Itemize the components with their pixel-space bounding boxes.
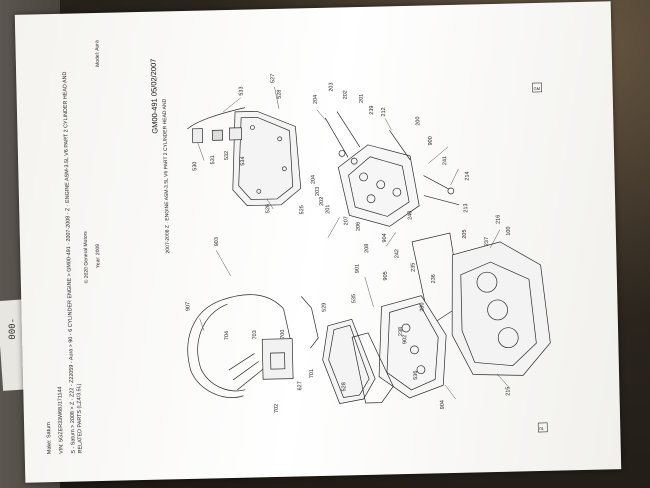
callout-902: 902: [402, 335, 408, 344]
callout-529: 529: [321, 303, 327, 312]
callout-531: 531: [210, 155, 216, 164]
callout-200: 200: [419, 302, 425, 311]
valve-cover-upper: [232, 110, 302, 206]
callout-702: 702: [274, 404, 280, 413]
callout-238: 238: [398, 327, 404, 336]
callout-208: 208: [364, 244, 370, 253]
cylinder-head-upper: [337, 144, 420, 227]
callout-532: 532: [224, 151, 230, 160]
callout-533: 533: [238, 86, 244, 95]
callout-242: 242: [394, 249, 400, 258]
cylinder-head-lower: [378, 295, 447, 399]
callout-212: 212: [381, 107, 387, 116]
callout-205: 205: [462, 229, 468, 238]
callout-206: 206: [356, 222, 362, 231]
callout-536: 536: [413, 371, 419, 380]
callout-202: 202: [343, 90, 349, 99]
callout-235: 235: [410, 263, 416, 272]
callout-203: 203: [315, 187, 321, 196]
valve-cover-lower: [322, 318, 376, 404]
callout-237: 237: [484, 237, 490, 246]
exploded-view-diagram: GM 01 5335275282042032022012392122009002…: [185, 74, 551, 433]
valve-train-parts: [324, 111, 460, 206]
callout-528: 528: [277, 90, 283, 99]
callout-535: 535: [351, 294, 357, 303]
page-stamp: 01: [539, 426, 544, 431]
callout-627: 627: [297, 381, 303, 390]
pcv-assembly: [187, 107, 246, 144]
callout-239: 239: [369, 105, 375, 114]
callout-904: 904: [440, 400, 446, 409]
callout-201: 201: [359, 94, 365, 103]
callout-241: 241: [442, 156, 448, 165]
ignition-wiring-harness: [187, 294, 294, 398]
callout-leaders: [197, 86, 510, 400]
callout-204: 204: [310, 175, 316, 184]
callout-200: 200: [415, 116, 421, 125]
callout-214: 214: [464, 171, 470, 180]
callout-903: 903: [214, 237, 220, 246]
engine-block: [451, 241, 551, 376]
callout-700: 700: [280, 330, 286, 339]
callout-526: 526: [265, 204, 271, 213]
valve-cover-gasket: [351, 332, 394, 404]
callout-704: 704: [224, 331, 230, 340]
callout-701: 701: [309, 369, 315, 378]
callout-528: 528: [341, 382, 347, 391]
callout-203: 203: [328, 82, 334, 91]
callout-213: 213: [463, 203, 469, 212]
callout-900: 900: [428, 136, 434, 145]
callout-901: 901: [355, 264, 361, 273]
callout-534: 534: [240, 156, 246, 165]
coil-bracket: [300, 296, 319, 349]
callout-202: 202: [319, 197, 325, 206]
callout-525: 525: [299, 205, 305, 214]
parts-catalog-page: Make: Saturn VIN: 5GZER33W68J171144 S - …: [14, 1, 622, 483]
callout-703: 703: [252, 330, 258, 339]
callout-215: 215: [505, 386, 511, 395]
callout-216: 216: [495, 215, 501, 224]
corner-mark: GM: [534, 86, 541, 91]
callout-100: 100: [506, 226, 512, 235]
callout-201: 201: [325, 205, 331, 214]
callout-907: 907: [185, 302, 191, 311]
callout-204: 204: [313, 95, 319, 104]
background-card-text: 000-: [8, 318, 18, 340]
callout-240: 240: [407, 211, 413, 220]
callout-904: 904: [382, 233, 388, 242]
callout-236: 236: [431, 274, 437, 283]
callout-530: 530: [192, 162, 198, 171]
callout-905: 905: [383, 271, 389, 280]
callout-207: 207: [343, 216, 349, 225]
callout-527: 527: [270, 74, 276, 83]
